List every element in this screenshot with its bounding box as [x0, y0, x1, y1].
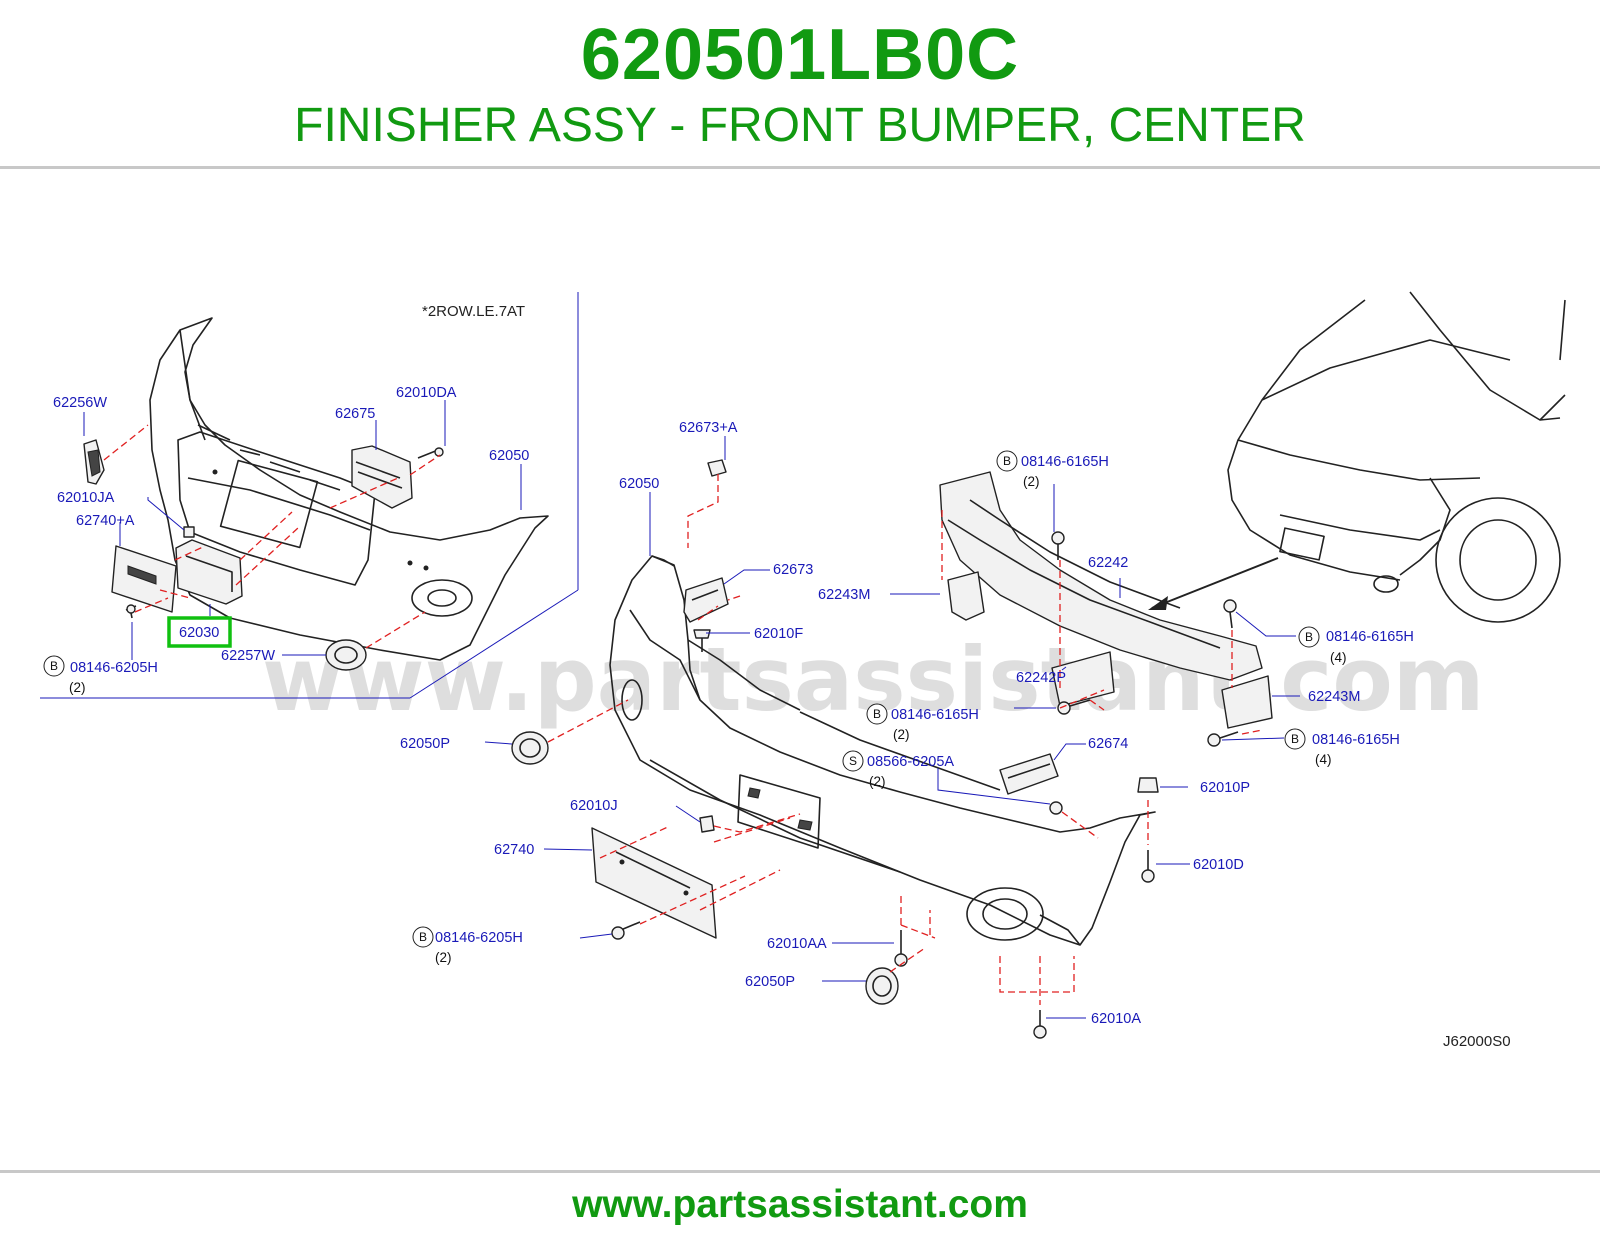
parts-diagram: www.partsassistant.com	[40, 291, 1566, 1050]
label-08566-6205A[interactable]: 08566-6205A	[867, 754, 954, 770]
main-guide-lines	[547, 474, 1263, 1005]
inset-bumper-illustration	[149, 317, 549, 661]
variant-note: *2ROW.LE.7AT	[422, 303, 525, 320]
qty-right: (4)	[1330, 650, 1347, 665]
inset-guide-lines	[103, 424, 441, 649]
label-62740A[interactable]: 62740+A	[76, 513, 135, 529]
label-08146-6205H-main[interactable]: 08146-6205H	[435, 930, 523, 946]
label-62010P[interactable]: 62010P	[1200, 780, 1250, 796]
label-62050P-upper[interactable]: 62050P	[400, 736, 450, 752]
label-08146-6165H-lower[interactable]: 08146-6165H	[1312, 732, 1400, 748]
diagram-code: J62000S0	[1443, 1033, 1511, 1050]
main-bezel-62050P-upper	[511, 731, 549, 765]
label-08146-6165H-right[interactable]: 08146-6165H	[1326, 629, 1414, 645]
footer-url[interactable]: www.partsassistant.com	[572, 1183, 1028, 1226]
footer-divider	[0, 1170, 1600, 1173]
label-62675[interactable]: 62675	[335, 406, 375, 422]
main-screw-08566-6205A	[1049, 801, 1063, 815]
main-bolt-08146-6205H	[611, 921, 641, 940]
main-bracket-62674	[999, 753, 1059, 795]
label-62256W[interactable]: 62256W	[53, 395, 107, 411]
inset-clip-62010DA	[417, 447, 444, 459]
label-62257W[interactable]: 62257W	[221, 648, 275, 664]
marker-bolt-inset: B	[50, 659, 58, 673]
label-62030-highlighted[interactable]: 62030	[179, 625, 219, 641]
label-62010F[interactable]: 62010F	[754, 626, 803, 642]
main-clip-62010F	[693, 629, 711, 652]
marker-screw: S	[849, 754, 857, 768]
marker-bolt-main: B	[419, 930, 427, 944]
main-clip-62673A	[707, 459, 727, 477]
bracket-62242P	[1051, 651, 1115, 707]
vehicle-outline	[1227, 291, 1566, 623]
inset-bezel-62257W	[325, 639, 367, 671]
label-62010AA[interactable]: 62010AA	[767, 936, 827, 952]
label-08146-6205H-inset[interactable]: 08146-6205H	[70, 660, 158, 676]
qty-mid: (2)	[893, 727, 910, 742]
main-leaders	[484, 436, 1300, 1019]
main-plate-62740	[591, 827, 717, 939]
label-62673A[interactable]: 62673+A	[679, 420, 738, 436]
label-62010J[interactable]: 62010J	[570, 798, 618, 814]
bracket-62243M-right	[1221, 675, 1273, 729]
marker-bolt-right: B	[1305, 630, 1313, 644]
main-clip-62010J	[699, 815, 715, 833]
label-62010DA[interactable]: 62010DA	[396, 385, 457, 401]
label-62010JA[interactable]: 62010JA	[57, 490, 115, 506]
label-62050-inset[interactable]: 62050	[489, 448, 529, 464]
header-divider	[0, 166, 1600, 169]
qty-top: (2)	[1023, 474, 1040, 489]
part-name-subtitle: FINISHER ASSY - FRONT BUMPER, CENTER	[294, 99, 1306, 152]
label-62010A[interactable]: 62010A	[1091, 1011, 1141, 1027]
label-62010D[interactable]: 62010D	[1193, 857, 1244, 873]
inset-plate-62740A	[111, 545, 177, 613]
marker-bolt-top: B	[1003, 454, 1011, 468]
main-screw-62010A	[1033, 1010, 1047, 1039]
inset-clip-62010JA	[183, 526, 195, 538]
label-62050-main[interactable]: 62050	[619, 476, 659, 492]
main-clip-62010P	[1137, 777, 1159, 793]
part-number-title: 620501LB0C	[580, 15, 1020, 95]
inset-bracket-62675	[351, 445, 413, 509]
main-screw-62010AA	[894, 930, 908, 967]
main-bracket-62673	[683, 577, 729, 623]
marker-bolt-lower: B	[1291, 732, 1299, 746]
reinforcement-bolts	[1051, 531, 1239, 747]
label-62243M-left[interactable]: 62243M	[818, 587, 870, 603]
qty-inset-bolt: (2)	[69, 680, 86, 695]
marker-bolt-mid: B	[873, 707, 881, 721]
label-62242P[interactable]: 62242P	[1016, 670, 1066, 686]
main-bumper-illustration	[609, 555, 1156, 946]
label-62674[interactable]: 62674	[1088, 736, 1128, 752]
qty-main-bolt: (2)	[435, 950, 452, 965]
marker-circles: B B B B S B B	[43, 450, 1320, 948]
label-62673[interactable]: 62673	[773, 562, 813, 578]
bracket-62243M-left	[947, 571, 985, 621]
qty-screw: (2)	[869, 774, 886, 789]
label-62243M-right[interactable]: 62243M	[1308, 689, 1360, 705]
label-62050P-lower[interactable]: 62050P	[745, 974, 795, 990]
qty-lower: (4)	[1315, 752, 1332, 767]
highlight-box	[167, 616, 232, 648]
main-screw-62010D	[1141, 850, 1155, 883]
main-bezel-62050P-lower	[865, 967, 899, 1005]
inset-bolt	[125, 604, 137, 619]
label-62242[interactable]: 62242	[1088, 555, 1128, 571]
inset-side-lamp-62256W	[83, 439, 105, 485]
inset-frame	[40, 292, 579, 699]
inset-finisher-62030	[175, 539, 243, 605]
inset-leaders	[83, 400, 522, 660]
label-08146-6165H-mid[interactable]: 08146-6165H	[891, 707, 979, 723]
label-62740[interactable]: 62740	[494, 842, 534, 858]
direction-arrow	[1148, 557, 1279, 610]
label-08146-6165H-top[interactable]: 08146-6165H	[1021, 454, 1109, 470]
